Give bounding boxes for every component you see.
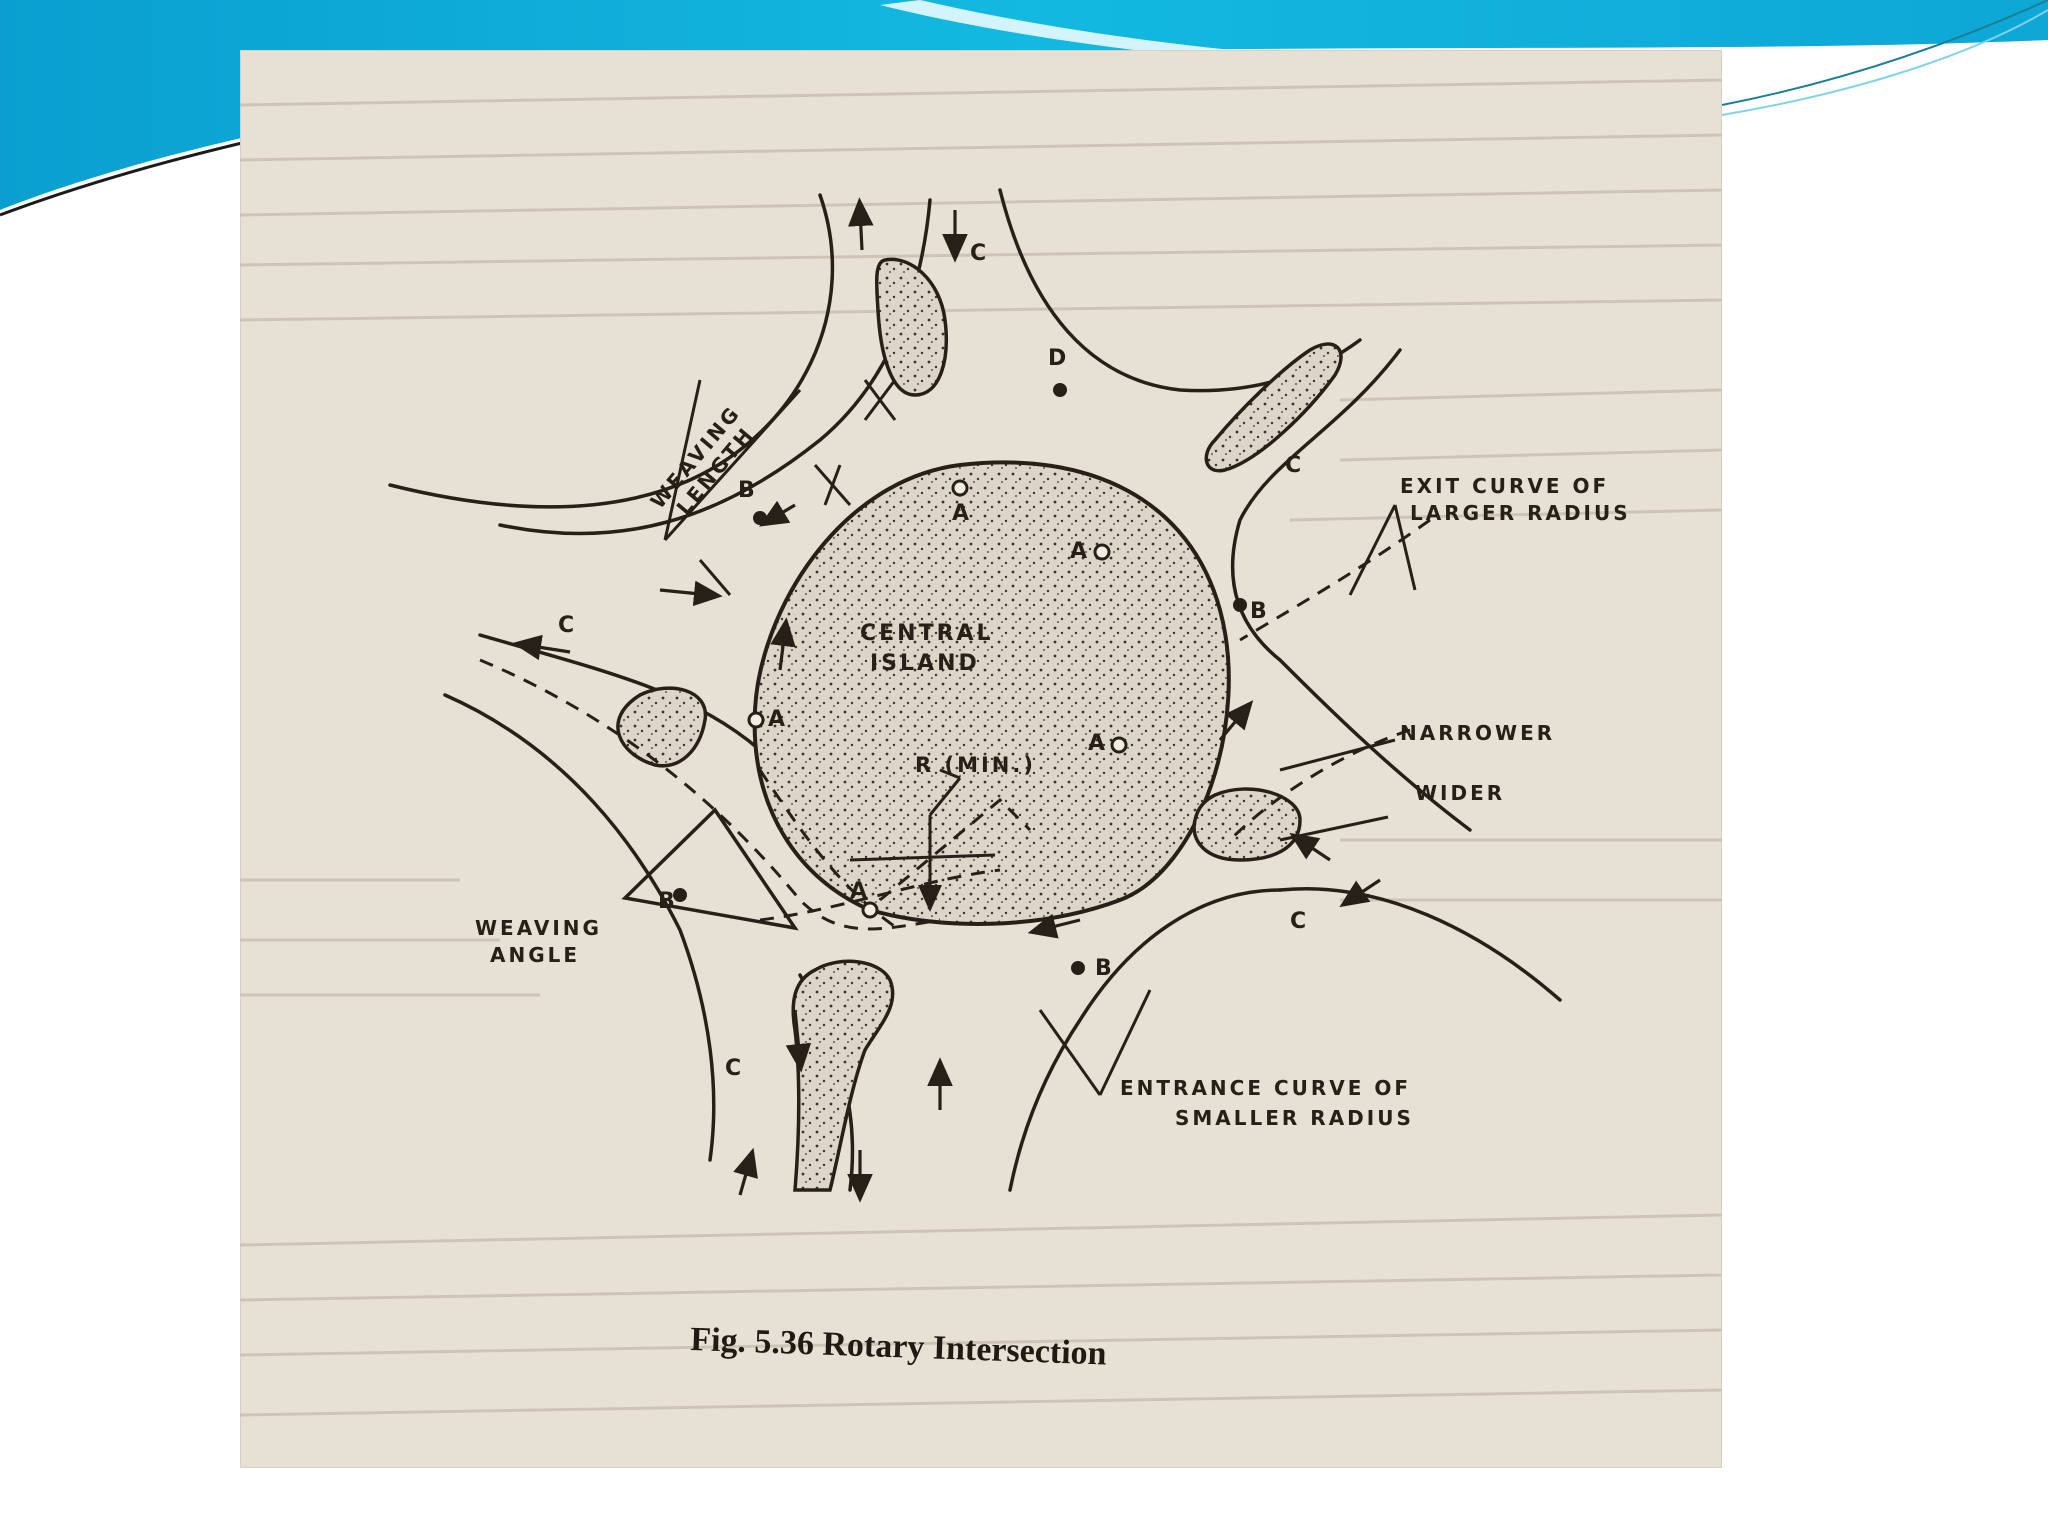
central-island [752,460,1231,926]
radius-label: R (MIN.) [915,753,1036,777]
traffic-islands [616,257,1343,1192]
label-c-n: C [970,241,986,266]
point-a-left [747,711,765,729]
island-northeast [1204,342,1343,473]
point-a-bottom [861,901,879,919]
central-island-label-1: CENTRAL [860,621,994,646]
island-north [874,257,948,397]
arrow-w-out [512,634,571,661]
arrow-sw-in [733,1147,758,1196]
arrow-nw-2 [759,500,796,527]
label-a-left: A [768,707,785,732]
flow-arrows [512,197,1381,1203]
exit-curve-label-2: LARGER RADIUS [1410,501,1631,525]
arrow-e-in [1339,878,1381,908]
arrow-island-r [1027,913,1081,939]
island-west [616,686,708,768]
entrance-curve-label-2: SMALLER RADIUS [1175,1106,1414,1130]
wider-label: WIDER [1415,781,1505,805]
point-labels: C D C B A A C B A A B A C B C [558,241,1306,1081]
entrance-curve-label-1: ENTRANCE CURVE OF [1120,1076,1411,1100]
points-filled [673,383,1247,975]
road-edge-nw-outer [388,193,835,509]
weaving-angle-label-1: WEAVING [475,916,602,940]
background-text-lines [240,78,1722,1417]
banner-swoosh-right [1721,0,2048,106]
arrow-n-in [848,197,874,251]
label-b-nw: B [738,478,755,503]
vehicle-paths [479,518,1431,932]
point-a-top [951,479,969,497]
label-a-rt: A [1070,539,1087,564]
label-b-e: B [1250,599,1267,624]
island-east [1192,787,1302,862]
label-c-ne: C [1285,453,1301,478]
weaving-angle-label-2: ANGLE [490,943,580,967]
central-island-label-2: ISLAND [870,651,980,676]
narrower-label: NARROWER [1400,721,1555,745]
point-b-s [1071,961,1085,975]
point-b-nw [753,511,767,525]
arrow-island-l [770,617,796,671]
arrow-entry [1218,700,1254,742]
label-d: D [1048,346,1066,371]
crossing-marks [698,379,897,596]
label-c-nw: C [558,613,574,638]
point-d [1053,383,1067,397]
rotary-intersection-figure: C D C B A A C B A A B A C B C CENTRAL IS… [240,50,1722,1468]
exit-curve-label-1: EXIT CURVE OF [1400,474,1609,498]
label-a-top: A [952,501,969,526]
label-a-bottom: A [850,879,867,904]
road-edge-sw-outer [443,693,716,1162]
point-b-e [1233,598,1247,612]
leader-lines [663,379,1417,1096]
road-edge-ne-right [1230,348,1472,832]
point-b-w [673,888,687,902]
arrow-nw-1 [659,580,723,607]
road-edge-se [1008,888,1282,1192]
label-a-right: A [1088,731,1105,756]
label-b-s: B [1095,956,1112,981]
label-c-sw: C [725,1056,741,1081]
arrow-ne [1289,832,1331,862]
road-edge-e [1278,887,1562,1002]
label-b-w: B [658,889,675,914]
points-a [747,479,1128,919]
banner-swoosh-right-2 [1721,9,2048,116]
point-a-right [1110,736,1128,754]
figure-caption: Fig. 5.36 Rotary Intersection [690,1321,1108,1373]
point-a-right-top [1093,543,1111,561]
island-south [791,959,895,1192]
label-c-e: C [1290,909,1306,934]
arrow-sw-out [785,1009,812,1073]
weaving-angle-triangle [621,807,799,931]
